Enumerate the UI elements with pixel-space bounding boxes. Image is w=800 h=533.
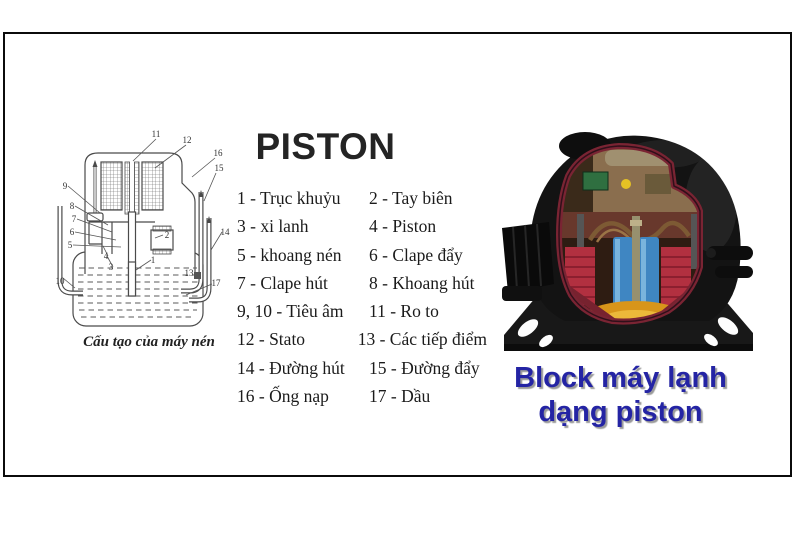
legend-item: 1 - Trục khuỷu [237, 188, 341, 208]
legend-item: 7 - Clape hút [237, 272, 328, 293]
oil-dashes [78, 267, 198, 318]
legend-item: 11 - Ro to [369, 301, 439, 322]
diagram-label: 9 [63, 181, 68, 191]
cutaway-interior [556, 143, 703, 325]
photo-caption-line1: Block máy lạnh [514, 362, 727, 394]
diagram-label: 6 [70, 227, 75, 237]
compressor-cutaway-photo [502, 132, 753, 351]
photo-caption: Block máy lạnh dạng piston [493, 361, 748, 429]
diagram-label: 5 [68, 240, 73, 250]
diagram-label: 14 [221, 227, 231, 237]
diagram-label: 12 [183, 135, 192, 145]
diagram-label: 16 [214, 148, 224, 158]
legend-item: 2 - Tay biên [369, 188, 453, 208]
legend-row: 9, 10 - Tiêu âm 11 - Ro to [237, 297, 487, 325]
diagram-label: 15 [215, 163, 225, 173]
legend-item: 3 - xi lanh [237, 216, 309, 237]
legend-item: 4 - Piston [369, 216, 437, 237]
diagram-label: 3 [109, 262, 114, 272]
parts-legend: 1 - Trục khuỷu 2 - Tay biên 3 - xi lanh … [237, 184, 487, 410]
page-title: PISTON [255, 126, 396, 167]
terminal-box [502, 222, 554, 301]
diagram-label: 1 [151, 255, 156, 265]
crankshaft [127, 261, 137, 297]
external-pipes [57, 190, 212, 303]
diagram-number-labels: 9 8 7 6 5 10 11 12 16 15 14 2 1 4 3 13 1… [56, 129, 231, 288]
legend-row: 7 - Clape hút 8 - Khoang hút [237, 269, 487, 297]
legend-row: 16 - Ống nạp 17 - Dầu [237, 382, 487, 410]
diagram-label: 13 [185, 268, 195, 278]
legend-item: 14 - Đường hút [237, 357, 345, 378]
diagram-label: 8 [70, 201, 75, 211]
content-frame: PISTON 1 - Trục khuỷu 2 - Tay biên 3 - x… [3, 32, 792, 477]
diagram-label: 11 [152, 129, 161, 139]
legend-row: 1 - Trục khuỷu 2 - Tay biên [237, 184, 487, 212]
legend-item: 16 - Ống nạp [237, 386, 329, 407]
legend-row: 5 - khoang nén 6 - Clape đẩy [237, 241, 487, 269]
legend-item: 17 - Dầu [369, 386, 431, 407]
diagram-label: 17 [212, 278, 222, 288]
legend-item: 5 - khoang nén [237, 244, 342, 265]
pipe-stubs [706, 246, 753, 278]
photo-caption-line2: dạng piston [538, 396, 703, 428]
legend-row: 14 - Đường hút 15 - Đường đẩy [237, 354, 487, 382]
legend-item: 13 - Các tiếp điểm [357, 329, 487, 350]
legend-item: 8 - Khoang hút [369, 272, 475, 293]
diagram-linework [72, 152, 204, 327]
leader-lines [62, 138, 223, 296]
diagram-caption: Cấu tạo của máy nén [83, 334, 215, 350]
compressor-diagram: 9 8 7 6 5 10 11 12 16 15 14 2 1 4 3 13 1… [56, 129, 231, 327]
legend-row: 3 - xi lanh 4 - Piston [237, 212, 487, 240]
diagram-label: 7 [72, 214, 77, 224]
legend-row: 12 - Stato 13 - Các tiếp điểm [237, 325, 487, 353]
diagram-label: 2 [165, 230, 170, 240]
legend-item: 6 - Clape đẩy [369, 244, 463, 265]
legend-item: 9, 10 - Tiêu âm [237, 301, 344, 322]
legend-item: 15 - Đường đẩy [369, 357, 480, 378]
diagram-label: 10 [56, 276, 66, 286]
legend-item: 12 - Stato [237, 329, 306, 350]
diagram-label: 4 [104, 251, 109, 261]
